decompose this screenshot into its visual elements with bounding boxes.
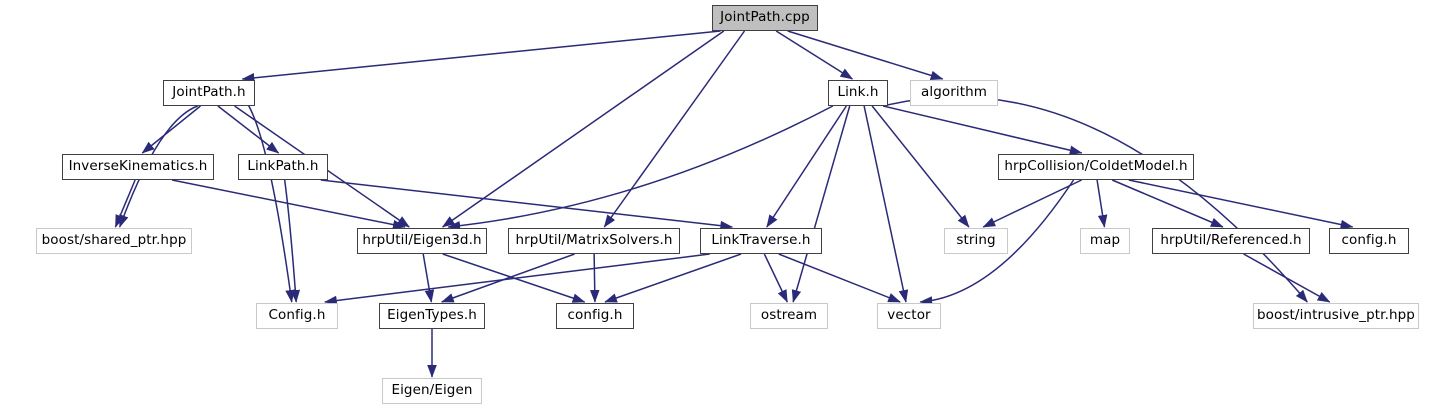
graph-node-label: hrpUtil/Referenced.h [1160, 232, 1302, 249]
graph-node-label: ostream [760, 307, 818, 324]
graph-edge-coldetmodel-h-to-referenced-h [1111, 179, 1224, 228]
graph-node-label: algorithm [920, 84, 988, 101]
graph-node-jointpath-h[interactable]: JointPath.h [163, 80, 255, 106]
graph-node-inversekin-h[interactable]: InverseKinematics.h [62, 154, 214, 180]
graph-edge-eigen3d-h-to-eigentypes-h [422, 253, 435, 303]
graph-node-matrixsolvers-h[interactable]: hrpUtil/MatrixSolvers.h [508, 228, 680, 254]
graph-node-eigen3d-h[interactable]: hrpUtil/Eigen3d.h [357, 228, 487, 254]
graph-edge-matrixsolvers-h-to-config-h-mid [589, 253, 600, 303]
graph-node-label: config.h [1341, 232, 1397, 249]
graph-edge-coldetmodel-h-to-config-h-right [1128, 179, 1354, 230]
graph-node-label: InverseKinematics.h [68, 158, 208, 175]
graph-edge-link-h-to-vector [863, 105, 909, 303]
graph-node-label: string [956, 232, 996, 249]
graph-edge-jointpath-cpp-to-algorithm [787, 30, 944, 81]
graph-edge-linktraverse-h-to-ostream [763, 253, 788, 303]
graph-node-link-h[interactable]: Link.h [828, 80, 888, 106]
graph-node-label: vector [887, 307, 931, 324]
graph-edge-link-h-to-ostream [791, 105, 851, 303]
graph-edge-link-h-to-linktraverse-h [766, 105, 847, 228]
graph-edge-link-h-to-string [871, 105, 970, 228]
graph-node-boost-intru[interactable]: boost/intrusive_ptr.hpp [1253, 303, 1419, 329]
graph-edge-jointpath-cpp-to-matrixsolvers-h [603, 30, 746, 228]
graph-edge-referenced-h-to-boost-intru [1243, 253, 1331, 303]
graph-edge-link-h-to-eigen3d-h [447, 105, 834, 231]
graph-edge-linktraverse-h-to-vector [778, 253, 901, 303]
graph-node-coldetmodel-h[interactable]: hrpCollision/ColdetModel.h [998, 154, 1194, 180]
graph-edge-inversekin-h-to-eigen3d-h [171, 179, 406, 230]
graph-node-label: LinkTraverse.h [711, 232, 811, 249]
graph-node-label: EigenTypes.h [387, 307, 477, 324]
graph-edge-linktraverse-h-to-Config-h [324, 253, 710, 306]
graph-node-referenced-h[interactable]: hrpUtil/Referenced.h [1152, 228, 1310, 254]
graph-node-label: map [1089, 232, 1121, 249]
graph-edge-linktraverse-h-to-config-h-mid [604, 253, 742, 303]
graph-node-linkpath-h[interactable]: LinkPath.h [238, 154, 328, 180]
graph-node-label: JointPath.cpp [720, 9, 810, 26]
graph-node-string[interactable]: string [944, 228, 1008, 254]
graph-node-label: hrpUtil/MatrixSolvers.h [515, 232, 673, 249]
graph-edge-coldetmodel-h-to-vector [919, 179, 1075, 306]
graph-edge-jointpath-cpp-to-link-h [775, 30, 854, 80]
graph-node-boost-shared[interactable]: boost/shared_ptr.hpp [36, 228, 192, 254]
graph-node-ostream[interactable]: ostream [750, 303, 828, 329]
graph-node-label: boost/shared_ptr.hpp [41, 232, 187, 249]
graph-node-jointpath-cpp[interactable]: JointPath.cpp [712, 5, 818, 31]
graph-edge-inversekin-h-to-boost-shared [114, 179, 136, 228]
graph-node-vector[interactable]: vector [877, 303, 941, 329]
graph-node-label: Config.h [268, 307, 326, 324]
graph-node-eigentypes-h[interactable]: EigenTypes.h [379, 303, 485, 329]
graph-node-label: hrpCollision/ColdetModel.h [1004, 158, 1188, 175]
graph-edge-link-h-to-coldetmodel-h [883, 105, 1083, 155]
graph-node-eigen-eigen[interactable]: Eigen/Eigen [382, 378, 482, 404]
graph-edge-jointpath-h-to-boost-shared [118, 105, 198, 228]
graph-edge-jointpath-cpp-to-eigen3d-h [441, 30, 725, 228]
graph-node-map[interactable]: map [1080, 228, 1130, 254]
graph-node-label: LinkPath.h [247, 158, 319, 175]
graph-node-config-h-right[interactable]: config.h [1329, 228, 1409, 254]
graph-node-label: config.h [567, 307, 623, 324]
graph-edge-jointpath-cpp-to-jointpath-h [241, 30, 721, 83]
graph-node-Config-h[interactable]: Config.h [256, 303, 338, 329]
graph-node-config-h-mid[interactable]: config.h [556, 303, 634, 329]
graph-node-linktraverse-h[interactable]: LinkTraverse.h [700, 228, 822, 254]
graph-node-label: boost/intrusive_ptr.hpp [1257, 307, 1415, 324]
graph-node-label: hrpUtil/Eigen3d.h [362, 232, 482, 249]
graph-edge-jointpath-h-to-inversekin-h [141, 105, 201, 154]
graph-node-label: JointPath.h [172, 84, 246, 101]
graph-edge-linkpath-h-to-Config-h [283, 179, 301, 303]
graph-edge-jointpath-h-to-linkpath-h [217, 105, 280, 154]
graph-edge-linkpath-h-to-linktraverse-h [320, 179, 734, 231]
graph-edge-coldetmodel-h-to-string [982, 179, 1082, 228]
graph-node-algorithm[interactable]: algorithm [910, 80, 998, 106]
graph-node-label: Eigen/Eigen [391, 382, 473, 399]
graph-edge-coldetmodel-h-to-map [1096, 179, 1108, 228]
graph-node-label: Link.h [837, 84, 879, 101]
graph-edge-matrixsolvers-h-to-eigentypes-h [441, 253, 575, 303]
